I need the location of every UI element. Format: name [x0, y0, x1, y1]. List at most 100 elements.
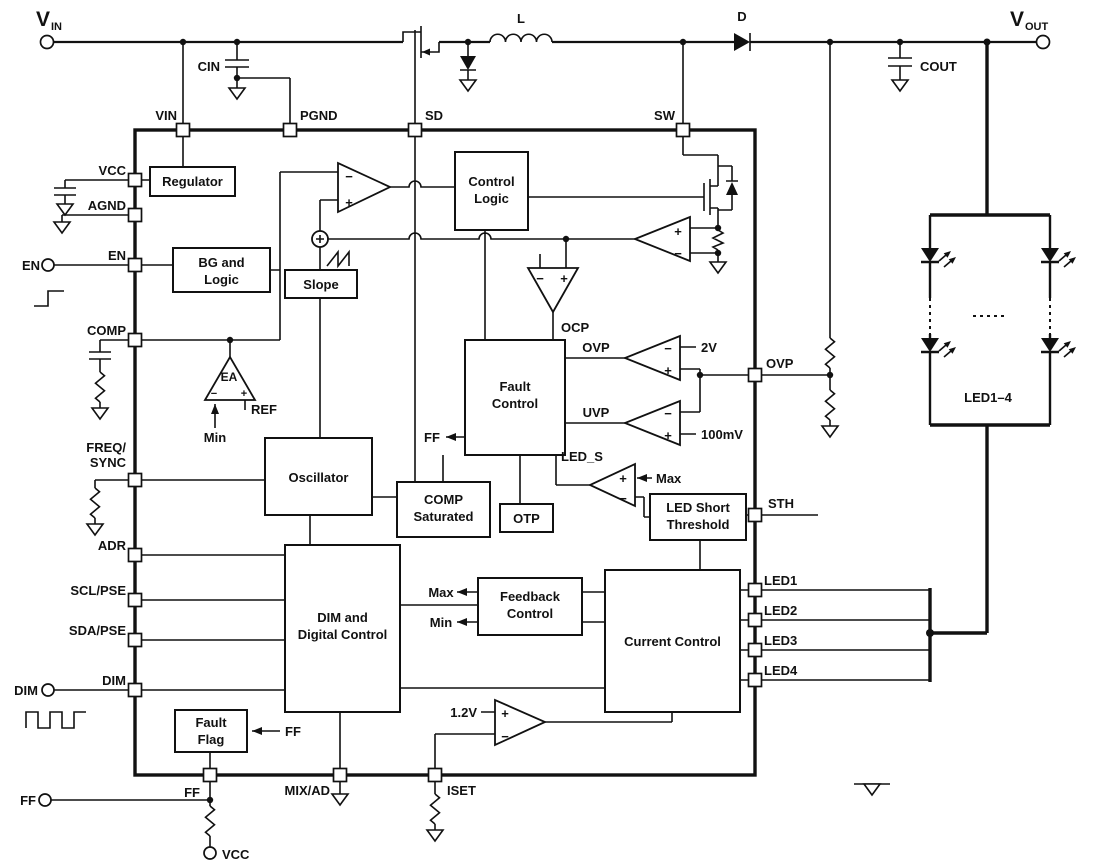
cin-label: CIN [198, 59, 220, 74]
left-external-circuits [25, 179, 129, 729]
minus-sign: − [345, 169, 353, 184]
arrow-left [446, 433, 456, 441]
ground-icon [53, 221, 71, 234]
chip-pins [127, 122, 763, 783]
led-icon [919, 246, 958, 269]
pin-label-led3: LED3 [764, 633, 797, 648]
pin-label-sw: SW [654, 108, 676, 123]
external-mosfet [402, 26, 440, 124]
pin-label-sd: SD [425, 108, 443, 123]
agnd-wire [61, 214, 129, 222]
ground-icon [331, 793, 349, 806]
vcc-terminal [203, 846, 217, 860]
pin-label-led2: LED2 [764, 603, 797, 618]
block-control-logic-label: Control [468, 174, 514, 189]
pin-scl-pse [127, 592, 143, 608]
arrow-left [252, 727, 262, 735]
top-power-rail [53, 26, 1037, 124]
plus-sign: + [345, 195, 353, 210]
ref-1v2-label: 1.2V [450, 705, 477, 720]
ff-terminal [38, 793, 52, 807]
pin-label-freq: FREQ/ [86, 440, 126, 455]
pin-label-scl: SCL/PSE [70, 583, 126, 598]
sawtooth-icon [326, 249, 350, 269]
iset-comparator [494, 698, 548, 747]
minus-sign: − [536, 271, 544, 286]
minus-sign: − [501, 729, 509, 744]
pin-mix-ad [332, 767, 348, 783]
plus-sign: + [241, 388, 247, 400]
ground-icon [91, 407, 109, 420]
ocp-comparator [526, 267, 580, 314]
block-fault-control-label2: Control [492, 396, 538, 411]
pin-pgnd [282, 122, 298, 138]
minus-sign: − [211, 388, 217, 400]
block-led-short-label2: Threshold [667, 517, 730, 532]
block-comp-saturated-label: COMP [424, 492, 463, 507]
inductor-coil [489, 33, 553, 43]
pin-label-adr: ADR [98, 538, 127, 553]
bottom-external-circuits [38, 781, 890, 860]
inductor-label: L [517, 11, 525, 26]
block-control-logic [454, 151, 529, 231]
error-amplifier [203, 355, 257, 401]
pin-label-led4: LED4 [764, 663, 798, 678]
pin-vcc [127, 172, 143, 188]
block-bg-logic [172, 247, 271, 293]
pin-label-agnd: AGND [88, 198, 126, 213]
block-led-short-threshold [649, 493, 747, 541]
arrow-left [457, 588, 467, 596]
pin-label-led1: LED1 [764, 573, 797, 588]
block-fault-control-label: Fault [499, 379, 531, 394]
block-bg-logic-label2: Logic [204, 272, 239, 287]
block-fault-flag-label2: Flag [198, 732, 225, 747]
pin-label-iset: ISET [447, 783, 476, 798]
led-short-comparator [587, 462, 636, 508]
ovp-comparator [622, 334, 681, 382]
enable-waveform-icon [34, 290, 64, 307]
pin-iset [427, 767, 443, 783]
pin-label-sda: SDA/PSE [69, 623, 126, 638]
ovp-divider [761, 42, 831, 426]
block-current-control-label: Current Control [624, 634, 721, 649]
resistor [824, 337, 836, 369]
uvp-comparator [622, 399, 681, 447]
block-fault-flag [174, 709, 248, 753]
uvp-label: UVP [583, 405, 610, 420]
resistor [429, 793, 441, 825]
block-control-logic-label2: Logic [474, 191, 509, 206]
pin-led4 [747, 672, 763, 688]
led-bus [928, 42, 989, 682]
vout-terminal [1035, 34, 1051, 50]
min-feedback-label: Min [430, 615, 452, 630]
block-dim-digital-control [284, 544, 401, 713]
cout-label: COUT [920, 59, 957, 74]
diode-label: D [737, 9, 746, 24]
resistor [94, 371, 106, 403]
pin-sth [747, 507, 763, 523]
pin-label-vin: VIN [155, 108, 177, 123]
arrow-left [637, 474, 647, 482]
pwm-waveform-icon [25, 711, 86, 729]
en-terminal [41, 258, 55, 272]
diode-d-symbol [734, 33, 750, 51]
resistor [89, 487, 101, 519]
freq-resistor-wire [94, 479, 129, 524]
pin-led3 [747, 642, 763, 658]
cin-capacitor [225, 42, 291, 124]
pin-label-sync: SYNC [90, 455, 127, 470]
led-icon [1039, 246, 1078, 269]
ff-flag-signal-label: FF [285, 724, 301, 739]
pin-label-dim: DIM [102, 673, 126, 688]
ref-2v-label: 2V [701, 340, 717, 355]
pin-label-ff: FF [184, 785, 200, 800]
pwm-comparator [337, 161, 393, 214]
minus-sign: − [674, 246, 682, 261]
dim-terminal-label: DIM [14, 683, 38, 698]
pin-led2 [747, 612, 763, 628]
pin-label-en: EN [108, 248, 126, 263]
block-comp-saturated-label2: Saturated [414, 509, 474, 524]
pin-agnd [127, 207, 143, 223]
pin-sd [407, 122, 423, 138]
ground-icon [86, 523, 104, 536]
